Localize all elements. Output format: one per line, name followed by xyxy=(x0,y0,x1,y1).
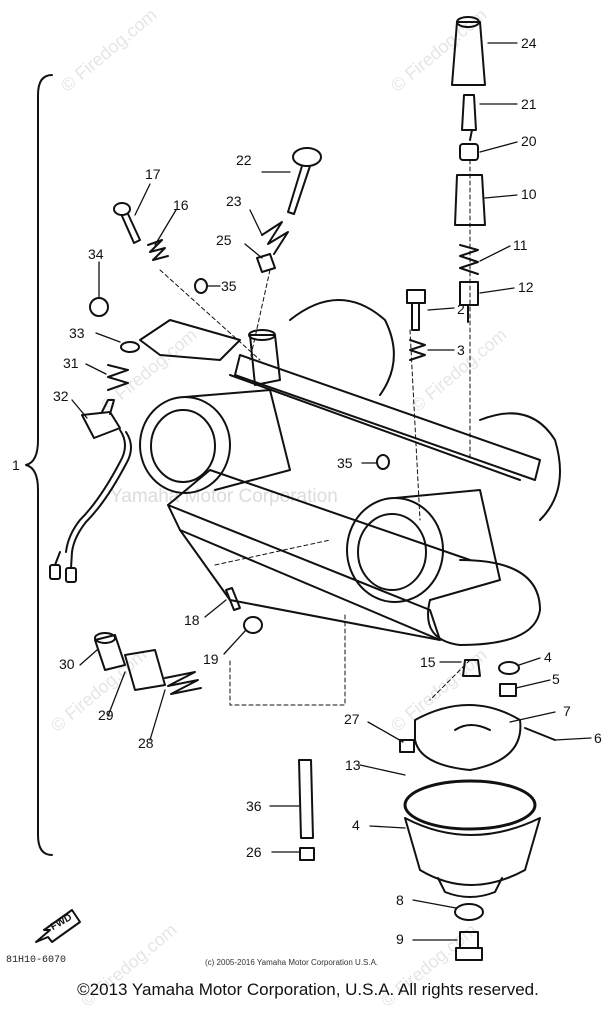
callout-27: 27 xyxy=(344,711,360,727)
part-7-float xyxy=(414,704,522,771)
callout-5: 5 xyxy=(552,671,560,687)
callout-6: 6 xyxy=(594,730,602,746)
part-28-spring xyxy=(164,671,202,695)
callout-15: 15 xyxy=(420,654,436,670)
part-30-collar xyxy=(94,634,126,671)
part-2-screw xyxy=(406,289,426,304)
callout-19: 19 xyxy=(203,651,219,667)
callout-22: 22 xyxy=(236,152,252,168)
part-35-marker-a xyxy=(194,278,208,294)
part-36-stud xyxy=(298,759,314,839)
part-16-spring xyxy=(147,239,169,261)
part-12-needle xyxy=(459,281,479,306)
callout-33: 33 xyxy=(69,325,85,341)
callout-35-top: 35 xyxy=(221,278,237,294)
right-bore-inner xyxy=(357,513,427,591)
part-4-float-bowl xyxy=(404,817,541,886)
callout-9: 9 xyxy=(396,931,404,947)
part-31-spring xyxy=(107,364,129,391)
part-11-spring xyxy=(459,244,479,275)
callout-10: 10 xyxy=(521,186,537,202)
callout-34: 34 xyxy=(88,246,104,262)
callout-17: 17 xyxy=(145,166,161,182)
callout-31: 31 xyxy=(63,355,79,371)
footer-copyright: ©2013 Yamaha Motor Corporation, U.S.A. A… xyxy=(77,980,539,999)
diagram-code: 81H10-6070 xyxy=(6,955,67,966)
part-29-sleeve xyxy=(124,649,166,691)
callout-26: 26 xyxy=(246,844,262,860)
part-26-nut xyxy=(299,847,315,861)
part-23-spring xyxy=(261,221,289,255)
callout-4: 4 xyxy=(544,649,552,665)
part-4-washer xyxy=(498,661,520,675)
assembly-bracket xyxy=(25,74,53,856)
base-plate xyxy=(167,504,441,641)
part-10-plunger xyxy=(454,174,486,226)
callout-25: 25 xyxy=(216,232,232,248)
callout-13: 13 xyxy=(345,757,361,773)
part-24-cap xyxy=(451,21,486,86)
part-34-plug xyxy=(89,297,109,317)
part-22-knob xyxy=(292,147,322,167)
callout-23: 23 xyxy=(226,193,242,209)
fwd-arrow xyxy=(35,909,81,943)
left-rear-housing xyxy=(289,299,395,396)
callout-11: 11 xyxy=(513,237,528,253)
callout-12: 12 xyxy=(518,279,534,295)
callout-2: 2 xyxy=(457,301,465,317)
callout-1: 1 xyxy=(12,457,20,473)
callout-24: 24 xyxy=(521,35,537,51)
part-15-jet xyxy=(462,659,481,677)
right-rear-housing xyxy=(479,412,561,521)
callout-30: 30 xyxy=(59,656,75,672)
part-35-marker-b xyxy=(376,454,390,470)
callout-7: 7 xyxy=(563,703,571,719)
callout-32: 32 xyxy=(53,388,69,404)
part-18-pin xyxy=(225,587,241,611)
part-19-washer xyxy=(243,616,263,634)
callout-4-bowl: 4 xyxy=(352,817,360,833)
part-13-oring xyxy=(403,779,537,831)
callout-35-mid: 35 xyxy=(337,455,353,471)
part-6-pin xyxy=(524,727,556,741)
part-5-bolt xyxy=(499,683,517,697)
callout-28: 28 xyxy=(138,735,154,751)
part-20-nut xyxy=(459,143,479,161)
left-bore-inner xyxy=(150,409,216,483)
small-copyright: (c) 2005-2016 Yamaha Motor Corporation U… xyxy=(205,958,379,967)
callout-29: 29 xyxy=(98,707,114,723)
part-25-nut xyxy=(256,253,276,273)
callout-20: 20 xyxy=(521,133,537,149)
part-9-plug xyxy=(459,931,479,949)
callout-16: 16 xyxy=(173,197,189,213)
part-8-gasket xyxy=(454,903,484,921)
callout-18: 18 xyxy=(184,612,200,628)
callout-36: 36 xyxy=(246,798,262,814)
part-27-screw xyxy=(399,739,415,753)
part-21-jet xyxy=(461,94,477,131)
part-32-fitting xyxy=(81,411,121,439)
callout-3: 3 xyxy=(457,342,465,358)
drain-hose xyxy=(65,429,126,553)
part-33-washer xyxy=(120,341,140,353)
part-3-spring xyxy=(409,339,426,361)
left-bore-outer xyxy=(139,396,231,494)
linkage-rail xyxy=(234,354,541,481)
callout-21: 21 xyxy=(521,96,537,112)
callout-8: 8 xyxy=(396,892,404,908)
